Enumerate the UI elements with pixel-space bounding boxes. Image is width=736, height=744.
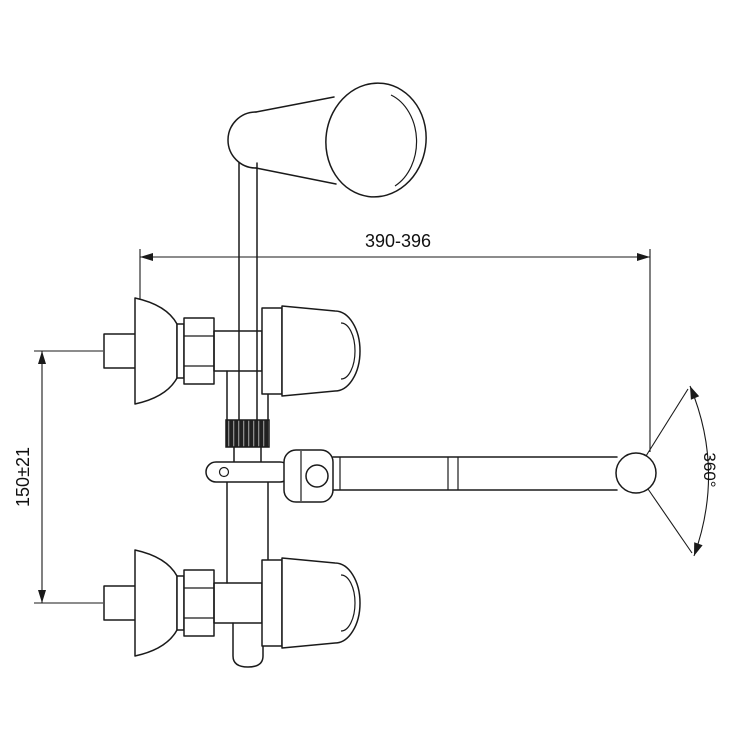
- rotation-angle-label: 360°: [700, 452, 719, 487]
- knurled-adjuster-ring: [225, 419, 270, 448]
- rotation-arrow-bottom: [694, 542, 703, 556]
- width-arrow-right: [637, 253, 650, 261]
- width-dimension-label: 390-396: [365, 231, 431, 251]
- lever-top-edge: [255, 96, 335, 113]
- flange-wing: [205, 461, 291, 483]
- bottom-valve-assembly: [103, 549, 361, 657]
- height-arrow-bottom: [38, 590, 46, 603]
- rotation-radial-line-top: [645, 388, 689, 457]
- height-dimension-label: 150±21: [13, 447, 33, 507]
- rotation-radial-line-bottom: [647, 488, 693, 554]
- top-valve-assembly: [103, 297, 361, 405]
- mounting-flange: [205, 461, 291, 483]
- spout-assembly: [283, 449, 657, 503]
- rotation-arc: [689, 385, 710, 557]
- rotation-arrow-top: [690, 386, 700, 400]
- height-dimension: 150±21: [13, 350, 103, 604]
- lever-handle: [227, 82, 427, 198]
- handle-stem: [238, 162, 258, 421]
- spout-pivot: [305, 464, 329, 488]
- height-arrow-top: [38, 351, 46, 364]
- bottom-end-cap: [232, 622, 264, 668]
- spout-outlet-end: [615, 452, 657, 494]
- lever-paddle: [325, 82, 427, 198]
- width-dimension: 390-396: [139, 231, 651, 452]
- lever-end-cap: [227, 111, 257, 169]
- rotation-annotation: 360°: [645, 385, 719, 557]
- width-arrow-left: [140, 253, 153, 261]
- lever-bottom-edge: [255, 167, 337, 185]
- flange-screw-hole: [218, 466, 230, 478]
- lever-paddle-inner-line: [390, 94, 418, 187]
